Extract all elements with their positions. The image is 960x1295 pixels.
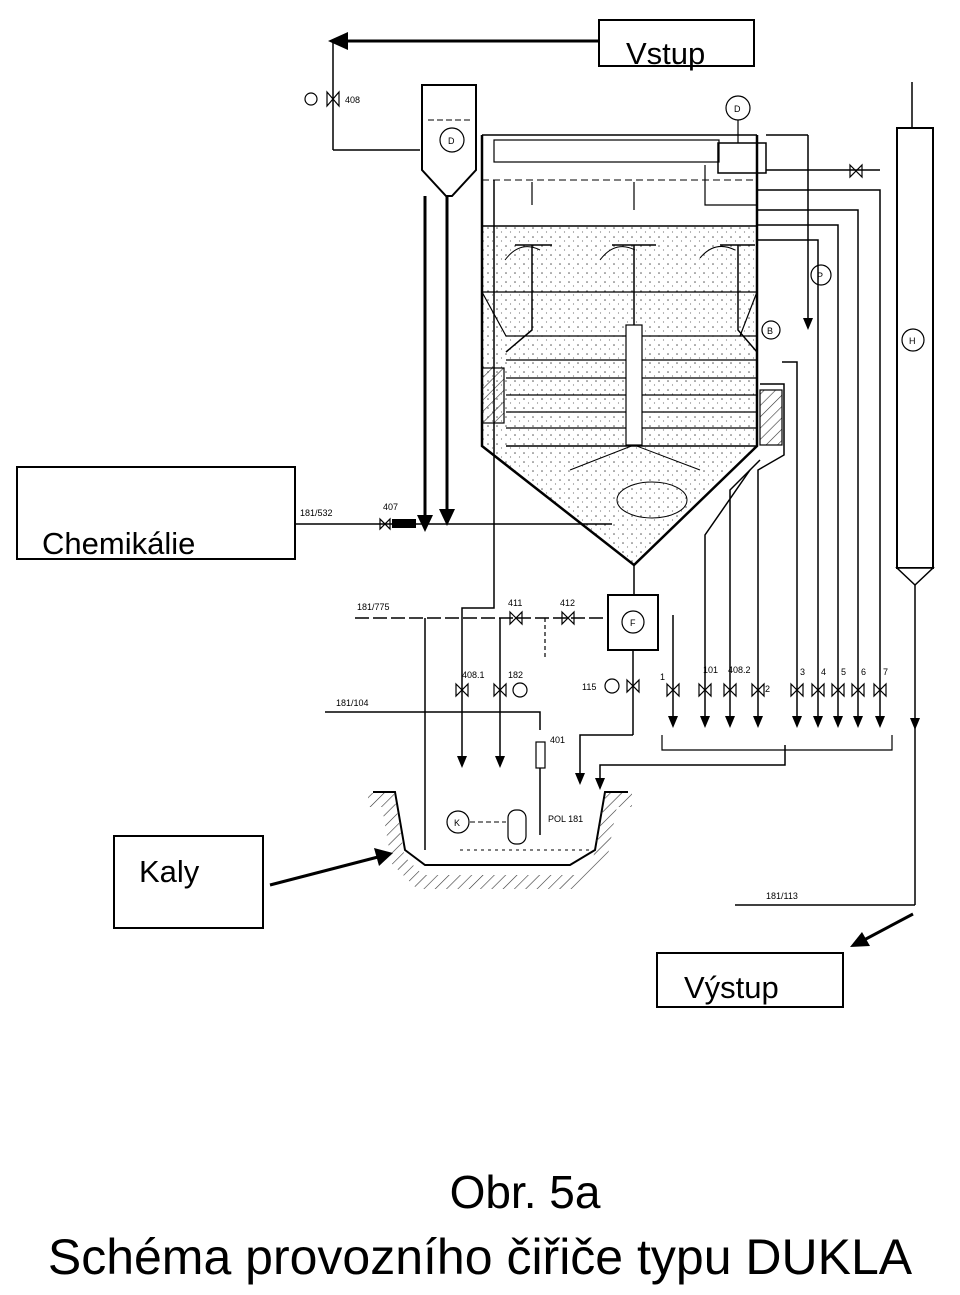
unit-p-label: P bbox=[817, 271, 823, 281]
valve-411-label: 411 bbox=[508, 598, 522, 608]
chemicals-feed-line: 181/532 407 bbox=[296, 502, 612, 531]
filter-column: H 181/113 bbox=[735, 82, 935, 906]
chemicals-label: Chemikálie bbox=[42, 526, 196, 561]
outlet-valve-3: 3 bbox=[790, 667, 805, 728]
valve-408-label: 408 bbox=[345, 95, 360, 105]
input-arrow bbox=[328, 32, 598, 150]
valve-412-label: 412 bbox=[560, 598, 575, 608]
svg-text:6: 6 bbox=[861, 667, 866, 677]
unit-k-label: K bbox=[454, 818, 460, 828]
sludge-collector: F bbox=[575, 565, 659, 785]
outlet-valve-7: 7 bbox=[873, 667, 888, 728]
valve-408-1-label: 408.1 bbox=[462, 670, 485, 680]
outlet-valve-6: 6 bbox=[851, 667, 866, 728]
svg-text:408.2: 408.2 bbox=[728, 665, 751, 675]
pipe-181-775-label: 181/775 bbox=[357, 602, 390, 612]
outlet-valve-2: 2 bbox=[751, 682, 770, 728]
input-label-box: Vstup bbox=[598, 19, 755, 71]
svg-text:101: 101 bbox=[703, 665, 718, 675]
clarifier-tank: B bbox=[480, 134, 783, 567]
unit-h-label: H bbox=[909, 336, 916, 346]
valve-115-label: 115 bbox=[582, 682, 596, 692]
pipe-181-104-label: 181/104 bbox=[336, 698, 369, 708]
outlet-valve-4: 4 bbox=[811, 667, 826, 728]
pipe-181-113-label: 181/113 bbox=[766, 891, 798, 901]
service-line-104: 181/104 401 bbox=[325, 698, 565, 835]
outlet-valve-408-2: 408.2 bbox=[723, 665, 751, 728]
outlet-valve-5: 5 bbox=[831, 667, 846, 728]
valve-401-label: 401 bbox=[550, 735, 565, 745]
outlet-valve-1: 1 bbox=[660, 615, 680, 728]
svg-text:1: 1 bbox=[660, 672, 665, 682]
unit-b-label: B bbox=[767, 326, 773, 336]
sludge-pit: K POL 181 bbox=[368, 791, 632, 889]
sludge-arrow bbox=[269, 848, 393, 887]
svg-text:7: 7 bbox=[883, 667, 888, 677]
output-label-box: Výstup bbox=[656, 952, 844, 1008]
figure-title: Schéma provozního čiřiče typu DUKLA bbox=[47, 1229, 913, 1285]
output-arrow bbox=[850, 912, 914, 947]
dosing-vessel: D bbox=[421, 84, 477, 197]
sludge-label-box: Kaly bbox=[113, 835, 264, 929]
chemicals-label-box: Chemikálie bbox=[16, 466, 296, 561]
output-label: Výstup bbox=[684, 970, 779, 1005]
figure-number: Obr. 5a bbox=[449, 1166, 601, 1218]
svg-text:2: 2 bbox=[765, 684, 770, 694]
valve-407-label: 407 bbox=[383, 502, 398, 512]
flow-down-arrows bbox=[417, 196, 455, 532]
outlet-valve-row: 1 101 408.2 2 bbox=[595, 615, 920, 790]
clarifier-schematic: 408 D bbox=[269, 32, 935, 947]
valve-182-label: 182 bbox=[508, 670, 523, 680]
sludge-label: Kaly bbox=[139, 854, 200, 889]
svg-text:D: D bbox=[734, 104, 741, 114]
pipe-181-532-label: 181/532 bbox=[300, 508, 333, 518]
unit-d-label: D bbox=[448, 136, 455, 146]
svg-text:5: 5 bbox=[841, 667, 846, 677]
top-right-instrument: D P bbox=[704, 95, 881, 690]
svg-text:4: 4 bbox=[821, 667, 826, 677]
input-label: Vstup bbox=[626, 36, 706, 71]
service-line-775: 181/775 411 412 408.1 182 115 bbox=[355, 180, 640, 850]
valve-408-icon: 408 bbox=[304, 90, 360, 108]
svg-text:3: 3 bbox=[800, 667, 805, 677]
pol-label: POL 181 bbox=[548, 814, 583, 824]
outlet-valve-101: 101 bbox=[698, 665, 718, 728]
unit-f-label: F bbox=[630, 618, 636, 628]
